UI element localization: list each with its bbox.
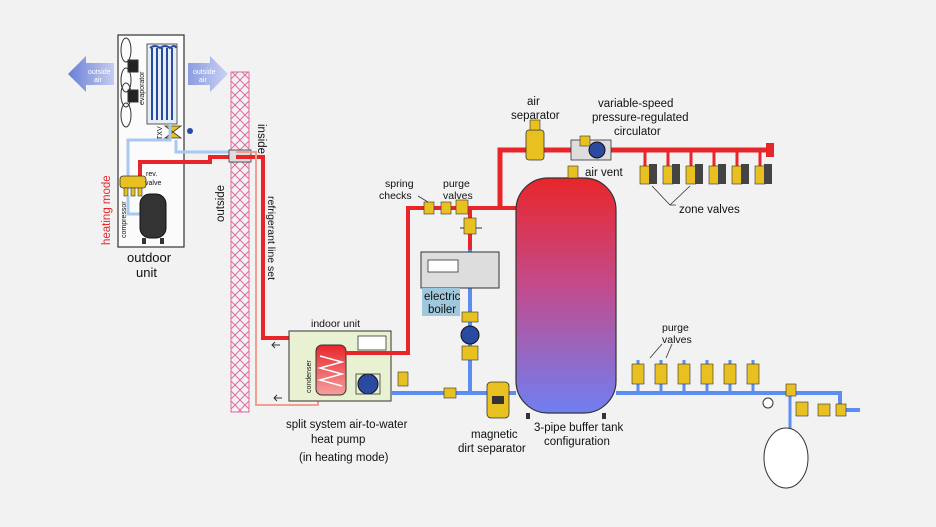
air-separator xyxy=(525,119,545,161)
spring-checks-leader xyxy=(417,195,429,203)
air-vent-icon xyxy=(567,165,579,179)
buffer-tank-label-line1: 3-pipe buffer tank xyxy=(534,422,624,434)
electric-boiler-label-line1: electric xyxy=(424,291,461,303)
electric-boiler-label-line2: boiler xyxy=(428,304,456,316)
dirt-separator-label-line2: dirt separator xyxy=(458,443,526,455)
purge-valves-top-label-line1: purge xyxy=(443,178,470,190)
outdoor-unit-label-line2: unit xyxy=(136,265,157,280)
refrigerant-liquid-line xyxy=(174,140,236,154)
spring-checks-label-line2: checks xyxy=(379,190,412,202)
air-separator-label-line1: air xyxy=(527,96,540,108)
refrigerant-suction-line xyxy=(126,124,172,176)
buffer-tank-label-line2: configuration xyxy=(544,436,610,448)
zone-valves-leader xyxy=(651,185,691,206)
split-system-label-line3: (in heating mode) xyxy=(299,452,389,464)
air-separator-label-line2: separator xyxy=(511,110,560,122)
purge-valves-top-label-line2: valves xyxy=(443,190,473,202)
buffer-tank xyxy=(515,177,617,419)
indoor-unit-label: indoor unit xyxy=(311,318,360,330)
spring-checks-label-line1: spring xyxy=(385,178,414,190)
makeup-valves xyxy=(762,383,847,417)
zone-valve-icon xyxy=(639,164,772,185)
outside-air-in-arrow: outside air xyxy=(188,56,228,92)
reversing-valve xyxy=(119,175,147,197)
zone-valves-label: zone valves xyxy=(679,204,740,216)
condenser-label: condenser xyxy=(306,360,313,393)
split-system-label-line2: heat pump xyxy=(311,434,365,446)
electric-boiler xyxy=(420,217,500,316)
circulator-label-line3: circulator xyxy=(614,126,661,138)
line-set-arrow-bottom xyxy=(273,394,282,402)
condenser xyxy=(315,344,347,396)
evaporator-coil xyxy=(146,43,178,125)
refrigerant-hot-gas-line xyxy=(138,155,236,178)
purge-valves-bottom-label-line2: valves xyxy=(662,334,692,346)
return-purge-valve-icon xyxy=(631,363,760,385)
air-vent-label: air vent xyxy=(585,167,624,179)
exterior-wall xyxy=(228,71,252,413)
outside-air-in-label-line2: air xyxy=(199,77,207,84)
hot-header-cap xyxy=(766,143,774,157)
evaporator-label: evaporator xyxy=(139,71,146,105)
zone-branches xyxy=(643,150,762,168)
purge-valve-indoor-icon xyxy=(397,371,457,399)
rev-valve-label-line1: rev. xyxy=(146,171,157,178)
main-circulator-icon xyxy=(570,135,612,161)
hot-header xyxy=(497,147,770,208)
expansion-tank xyxy=(763,396,809,489)
indoor-unit xyxy=(288,330,392,402)
outside-air-out-label-line1: outside xyxy=(88,69,111,76)
refrigerant-line-set-label: refrigerant line set xyxy=(265,196,277,280)
circulator-label-line1: variable-speed xyxy=(598,98,673,110)
outside-air-in-label-line1: outside xyxy=(193,69,216,76)
spring-check-valve xyxy=(423,199,469,215)
purge-valves-bottom-leader xyxy=(649,343,673,359)
dirt-separator-label-line1: magnetic xyxy=(471,429,518,441)
txv-label: TXV xyxy=(157,126,164,140)
fan-icon xyxy=(120,37,139,128)
heating-mode-label: heating mode xyxy=(101,175,113,245)
indoor-circulator-icon xyxy=(355,373,381,395)
magnetic-dirt-separator xyxy=(486,381,510,419)
circulator-label-line2: pressure-regulated xyxy=(592,112,689,124)
outside-label: outside xyxy=(215,185,227,222)
outside-air-out-label-line2: air xyxy=(94,77,102,84)
split-system-label-line1: split system air-to-water xyxy=(286,419,408,431)
line-set-arrow xyxy=(271,341,280,349)
compressor-label: compressor xyxy=(121,201,128,238)
outdoor-unit: evaporator TXV rev. valve compressor hea… xyxy=(101,34,236,280)
inside-label: inside xyxy=(255,124,267,154)
compressor xyxy=(126,193,167,244)
rev-valve-label-line2: valve xyxy=(145,180,161,187)
outside-air-out-arrow: outside air xyxy=(68,56,114,92)
cool-return-header xyxy=(616,391,860,412)
purge-valves-bottom-label-line1: purge xyxy=(662,322,689,334)
outdoor-unit-label-line1: outdoor xyxy=(127,250,172,265)
boiler-circulator-icon xyxy=(460,311,480,361)
